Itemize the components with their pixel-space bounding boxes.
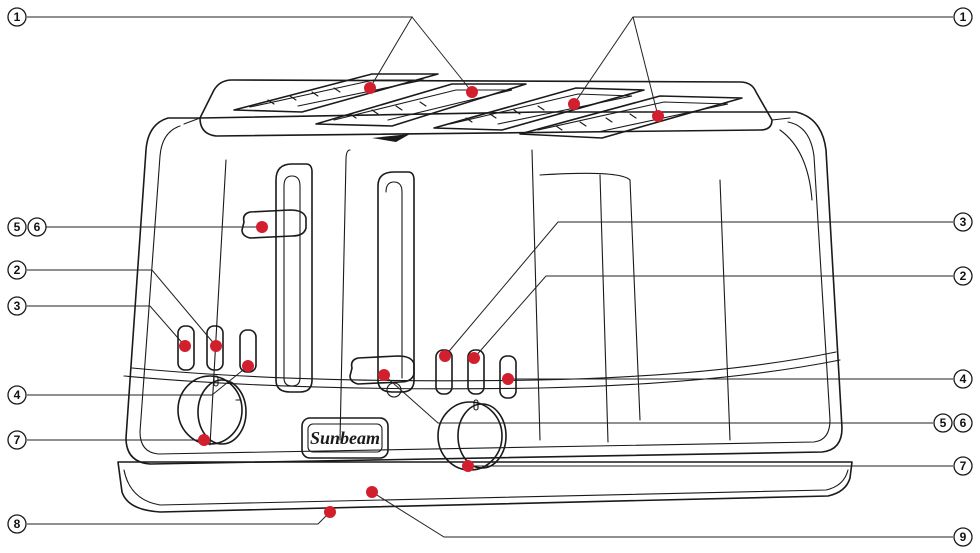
- callout-7-right: 7: [468, 457, 972, 475]
- marker-slot-3: [568, 98, 580, 110]
- callout-1-right: 1: [574, 8, 972, 116]
- callout-7-left: 7: [8, 431, 204, 449]
- brand-logo: Sunbeam: [310, 428, 380, 448]
- svg-text:6: 6: [960, 416, 967, 430]
- svg-text:5: 5: [14, 220, 21, 234]
- marker-button-left-4: [242, 360, 254, 372]
- svg-text:8: 8: [14, 517, 21, 531]
- callout-4-right: 4: [508, 370, 972, 388]
- marker-button-right-4: [502, 373, 514, 385]
- callout-5-6-left: 5 6: [8, 218, 262, 236]
- marker-knob-left: [198, 434, 210, 446]
- marker-lever-left: [256, 221, 268, 233]
- svg-text:2: 2: [14, 263, 21, 277]
- callout-2-right: 2: [474, 267, 972, 358]
- marker-button-left-3: [179, 340, 191, 352]
- callout-5-6-right: 5 6: [384, 375, 972, 432]
- marker-base: [324, 506, 336, 518]
- svg-text:5: 5: [940, 416, 947, 430]
- callout-8-left: 8: [8, 512, 330, 533]
- svg-text:1: 1: [14, 10, 21, 24]
- callouts: 1 1 5 6 3 2: [8, 8, 972, 546]
- marker-button-right-3: [439, 350, 451, 362]
- svg-text:9: 9: [960, 530, 967, 544]
- svg-text:7: 7: [14, 433, 21, 447]
- svg-text:2: 2: [960, 269, 967, 283]
- marker-crumb-tray: [366, 486, 378, 498]
- svg-text:7: 7: [960, 459, 967, 473]
- svg-text:4: 4: [14, 388, 21, 402]
- toaster-body: Sunbeam: [118, 74, 852, 512]
- marker-slot-1: [364, 82, 376, 94]
- marker-slot-2: [466, 86, 478, 98]
- marker-button-left-2: [210, 340, 222, 352]
- callout-3-right: 3: [445, 213, 972, 356]
- svg-text:3: 3: [14, 299, 21, 313]
- svg-text:1: 1: [960, 10, 967, 24]
- svg-text:3: 3: [960, 215, 967, 229]
- marker-button-right-2: [468, 352, 480, 364]
- callout-2-left: 2: [8, 261, 216, 346]
- marker-slot-4: [652, 110, 664, 122]
- marker-lever-right: [378, 369, 390, 381]
- marker-knob-right: [462, 460, 474, 472]
- svg-text:4: 4: [960, 372, 967, 386]
- callout-3-left: 3: [8, 297, 185, 346]
- svg-text:6: 6: [34, 220, 41, 234]
